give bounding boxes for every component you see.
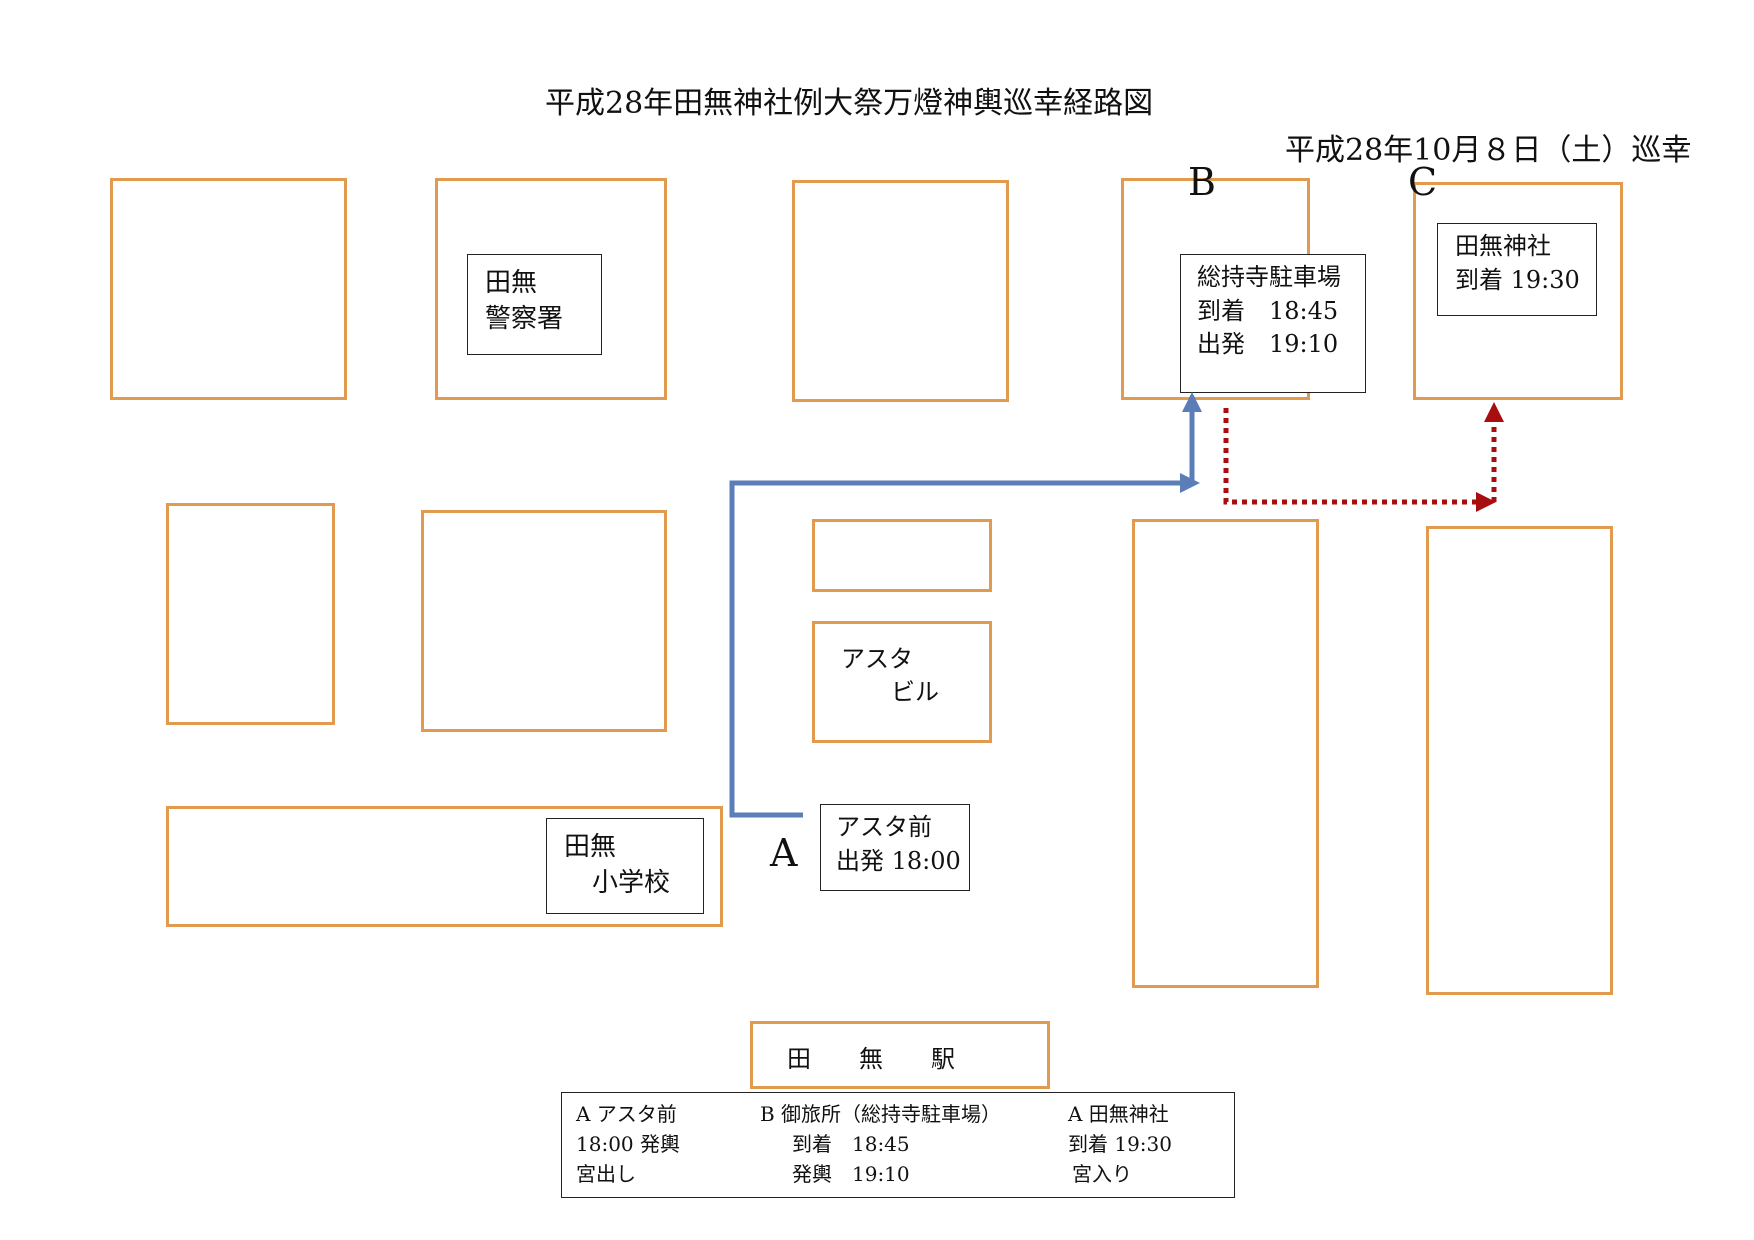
police-label-line2: 警察署 [485, 304, 564, 335]
legend-a-line3: 宮出し [576, 1162, 636, 1186]
shrine-box: 田無神社 到着 19:30 [1437, 223, 1597, 316]
block-1 [110, 178, 347, 400]
block-3 [792, 180, 1009, 402]
legend-col-b: B 御旅所（総持寺駐車場） 到着 18:45 発輿 19:10 [760, 1099, 1001, 1189]
block-station [750, 1021, 1050, 1089]
point-c-label: C [1408, 160, 1438, 204]
parking-label-line2: 到着 18:45 [1197, 296, 1339, 325]
school-label-line2: 小学校 [592, 868, 671, 899]
block-6 [166, 503, 335, 725]
asta-front-label-line1: アスタ前 [836, 813, 932, 841]
school-label-line1: 田無 [564, 832, 617, 862]
parking-box: 総持寺駐車場 到着 18:45 出発 19:10 [1180, 254, 1366, 393]
page-subtitle: 平成28年10月８日（土）巡幸 [1285, 133, 1692, 168]
legend-b-line3: 発輿 19:10 [792, 1162, 910, 1186]
shrine-label-line1: 田無神社 [1455, 232, 1551, 260]
block-9 [1132, 519, 1319, 988]
block-7 [421, 510, 667, 732]
route-b-to-c [1223, 408, 1496, 512]
asta-building-label-line1: アスタ [841, 645, 913, 673]
station-label: 田 無 駅 [787, 1045, 955, 1073]
shrine-label-line2: 到着 19:30 [1455, 265, 1580, 294]
police-station-box: 田無 警察署 [467, 254, 602, 355]
legend-col-c: A 田無神社 到着 19:30 宮入り [1068, 1099, 1172, 1189]
legend-col-a: A アスタ前 18:00 発輿 宮出し [576, 1099, 680, 1189]
legend-a-line2: 18:00 発輿 [576, 1132, 680, 1156]
point-a-label: A [770, 831, 798, 875]
point-b-label: B [1188, 160, 1216, 204]
legend-c-line2: 到着 19:30 [1068, 1132, 1172, 1156]
legend-c-line1: A 田無神社 [1068, 1102, 1169, 1126]
legend-a-line1: A アスタ前 [576, 1102, 677, 1126]
police-label-line1: 田無 [485, 268, 538, 298]
school-box: 田無 小学校 [546, 818, 704, 914]
page-title: 平成28年田無神社例大祭万燈神輿巡幸経路図 [545, 86, 1154, 121]
legend-c-line3: 宮入り [1072, 1162, 1132, 1186]
legend-b-line2: 到着 18:45 [792, 1132, 910, 1156]
parking-label-line3: 出発 19:10 [1197, 330, 1339, 359]
legend-box: A アスタ前 18:00 発輿 宮出し B 御旅所（総持寺駐車場） 到着 18:… [561, 1092, 1235, 1198]
parking-label-line1: 総持寺駐車場 [1197, 263, 1341, 291]
asta-front-box: アスタ前 出発 18:00 [820, 804, 970, 891]
asta-building-label-line2: ビル [891, 678, 939, 706]
asta-front-label-line2: 出発 18:00 [836, 846, 961, 875]
legend-b-line1: B 御旅所（総持寺駐車場） [760, 1102, 1002, 1126]
block-8 [812, 519, 992, 592]
block-10 [1426, 526, 1613, 995]
